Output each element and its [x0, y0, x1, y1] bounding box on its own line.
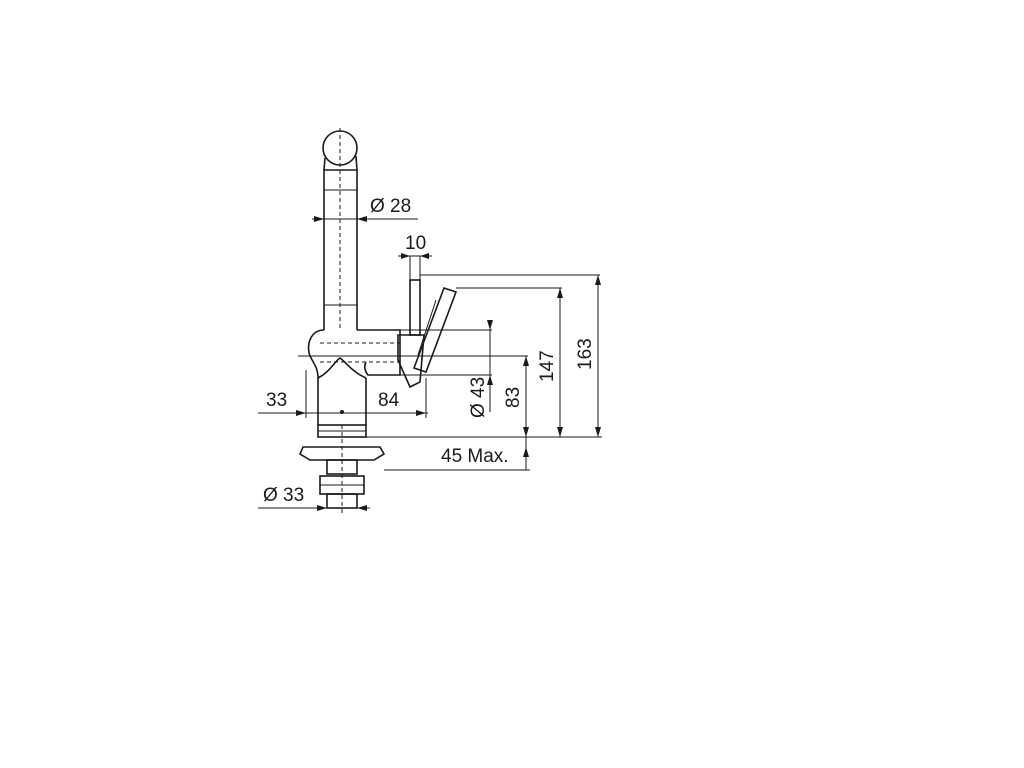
label-left-offset: 33 — [266, 390, 287, 411]
lever — [397, 279, 458, 389]
label-body-diameter: Ø 43 — [468, 377, 489, 418]
label-lever-width: 10 — [405, 233, 426, 254]
label-total-height: 163 — [575, 338, 596, 370]
label-spout-diameter: Ø 28 — [370, 196, 411, 217]
label-shank-diameter: Ø 33 — [263, 485, 304, 506]
label-body-top-height: 147 — [537, 350, 558, 382]
label-max-thickness: 45 Max. — [441, 446, 509, 467]
mounting-hardware — [298, 424, 386, 515]
spout — [322, 128, 358, 330]
dimension-lines — [258, 216, 602, 511]
label-reach: 84 — [378, 390, 400, 411]
label-lever-height: 83 — [503, 387, 524, 408]
